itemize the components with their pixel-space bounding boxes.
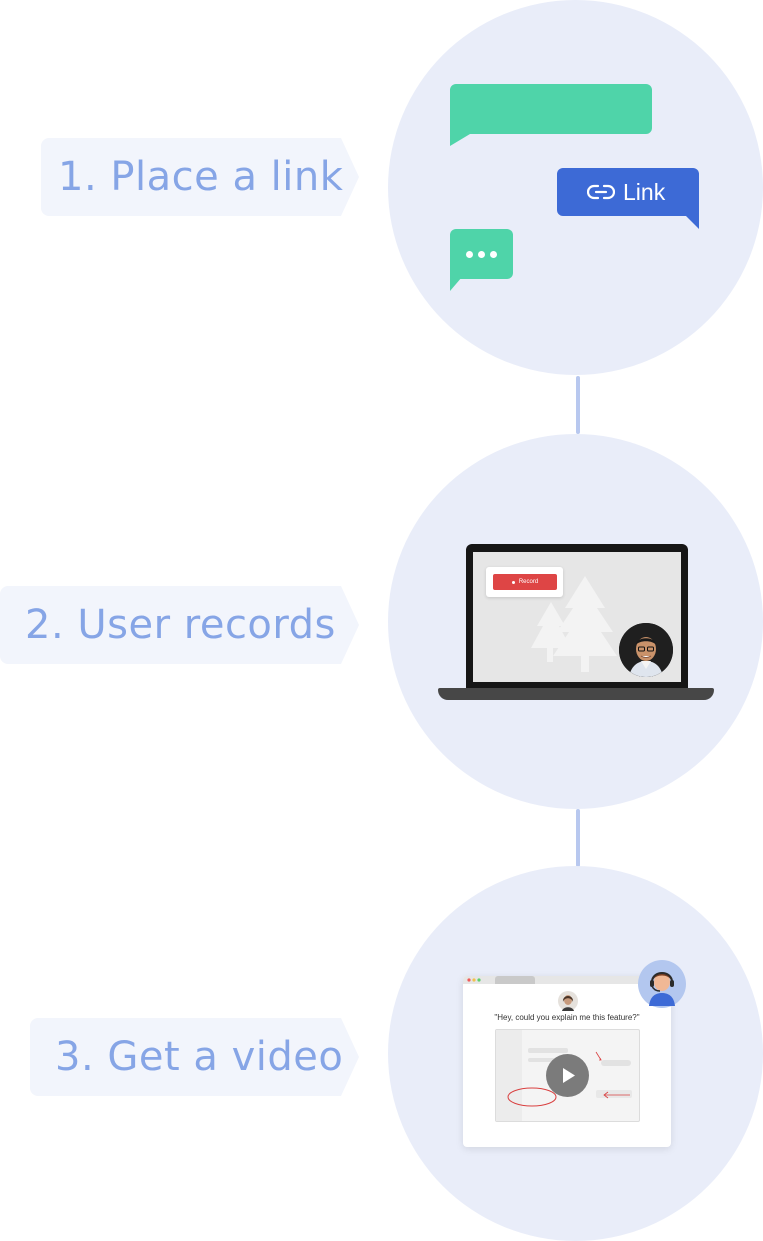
link-label: Link [623,178,666,205]
browser-tab [495,976,535,984]
tree-background-illustration [531,576,617,672]
video-player[interactable] [495,1029,640,1122]
connector-2-3 [576,809,580,867]
person-avatar-icon [619,623,673,677]
sender-avatar [558,991,578,1011]
step-2-label: 2. User records [0,586,359,664]
record-dot-icon [511,580,515,584]
video-quote: "Hey, could you explain me this feature?… [494,1013,640,1022]
record-button[interactable]: Record [493,574,557,590]
step-1-label-text: 1. Place a link [58,154,344,200]
step-1-label: 1. Place a link [41,138,359,216]
typing-bubble [450,229,513,279]
play-icon [563,1068,575,1083]
browser-bar [463,976,671,984]
step-3-label: 3. Get a video [30,1018,359,1096]
step-3-label-text: 3. Get a video [55,1034,344,1080]
link-message-bubble: Link [557,168,699,216]
video-screen-content [496,1030,632,1121]
step-2-label-text: 2. User records [25,602,336,648]
green-message-bubble [450,84,652,146]
ellipsis-icon [478,250,485,258]
window-controls-icon [467,978,481,982]
laptop-base [438,688,714,700]
webcam-avatar [619,623,673,677]
ellipsis-icon [490,250,497,258]
ellipsis-icon [466,250,473,258]
link-icon [587,184,615,200]
play-button[interactable] [546,1054,589,1097]
connector-1-2 [576,376,580,434]
support-agent-avatar [638,960,686,1008]
headset-agent-icon [649,972,675,1006]
record-button-label: Record [518,579,539,585]
